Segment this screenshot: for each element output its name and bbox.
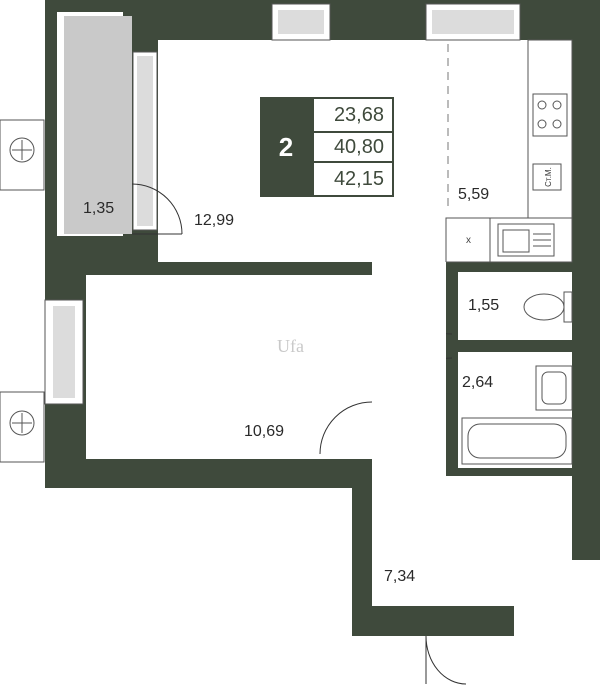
dishwasher-mark: х — [466, 235, 471, 246]
window-glass — [278, 10, 324, 34]
stove-burner — [537, 100, 547, 110]
living-area-label: 12,99 — [194, 212, 235, 229]
toilet-bowl — [523, 293, 565, 321]
hall-area-label: 7,34 — [384, 568, 416, 585]
wc-area-label: 1,55 — [468, 297, 500, 314]
fan-icon — [9, 410, 35, 436]
washbasin-bowl — [541, 371, 567, 405]
bath-area-label: 2,64 — [462, 374, 494, 391]
window-bedroom-glass — [53, 306, 75, 398]
outside-area-right — [514, 560, 600, 636]
stove-burner — [552, 100, 562, 110]
outside-area — [45, 488, 352, 636]
apartment-badge: 2 23,68 40,80 42,15 — [260, 97, 394, 197]
fan-icon — [9, 137, 35, 163]
cabinet-label: Ст.М. — [543, 167, 553, 187]
bathtub-inner — [467, 423, 567, 459]
window-glass — [432, 10, 514, 34]
stove — [532, 93, 568, 137]
room-count: 2 — [260, 97, 312, 197]
room-hall-lower — [384, 462, 572, 606]
stove-burner — [552, 119, 562, 129]
loggia-floor — [64, 16, 132, 234]
room-hall — [384, 262, 446, 462]
window-left-glass — [137, 56, 153, 226]
kitchen-area-label: 5,59 — [458, 186, 490, 203]
stove-burner — [537, 119, 547, 129]
area-summary: 23,68 40,80 42,15 — [312, 97, 394, 197]
room-hall-mid — [372, 262, 384, 606]
watermark-logo: Ufa — [277, 336, 304, 356]
toilet-tank — [563, 291, 573, 323]
total-area-value: 40,80 — [314, 131, 392, 163]
room-bedroom — [86, 275, 372, 459]
kitchen-sink-bowl — [502, 229, 530, 253]
entry-door — [425, 635, 467, 685]
loggia-area-label: 1,35 — [83, 200, 115, 217]
bedroom-door — [319, 401, 373, 455]
cabinet — [532, 163, 562, 191]
loggia-door — [131, 183, 183, 235]
living-area-value: 23,68 — [333, 103, 384, 126]
total-with-loggia-value: 42,15 — [333, 167, 384, 190]
bedroom-area-label: 10,69 — [244, 423, 285, 440]
